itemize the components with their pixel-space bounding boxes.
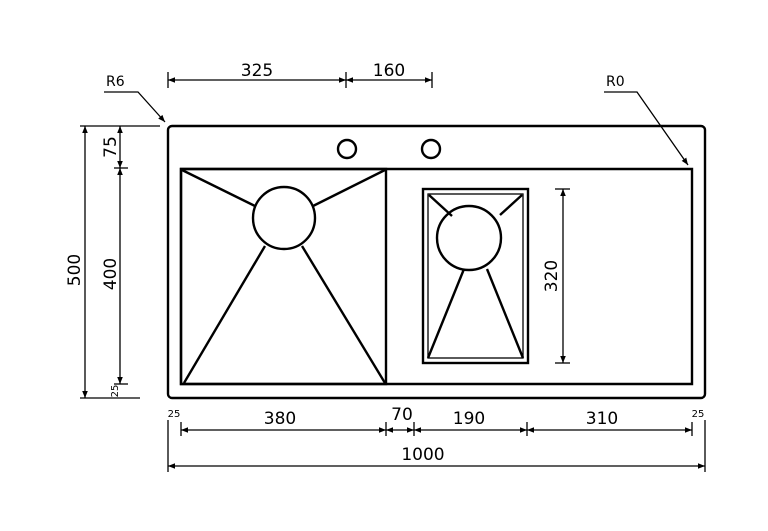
dim-25-bottom-right: 25 — [692, 409, 705, 420]
faucet-hole-icon — [420, 138, 442, 160]
dim-75: 75 — [101, 136, 121, 158]
dim-25-bottom-left: 25 — [168, 409, 181, 420]
dim-320: 320 — [542, 260, 562, 292]
dim-380: 380 — [264, 409, 296, 429]
drain-icon — [435, 204, 503, 272]
dim-25-left: 25 — [110, 385, 121, 398]
dim-190: 190 — [453, 409, 485, 429]
dim-1000: 1000 — [401, 445, 444, 465]
radius-label-left: R6 — [106, 74, 125, 90]
dim-160: 160 — [373, 61, 405, 81]
sink-outline — [166, 124, 707, 400]
radius-label-right: R0 — [606, 74, 625, 90]
dim-70: 70 — [391, 405, 413, 425]
large-bowl — [179, 167, 388, 386]
dim-400: 400 — [101, 258, 121, 290]
dim-310: 310 — [586, 409, 618, 429]
faucet-hole-icon — [336, 138, 358, 160]
drain-icon — [251, 185, 317, 251]
dim-325: 325 — [241, 61, 273, 81]
dim-500: 500 — [65, 254, 85, 286]
small-bowl — [421, 187, 530, 365]
